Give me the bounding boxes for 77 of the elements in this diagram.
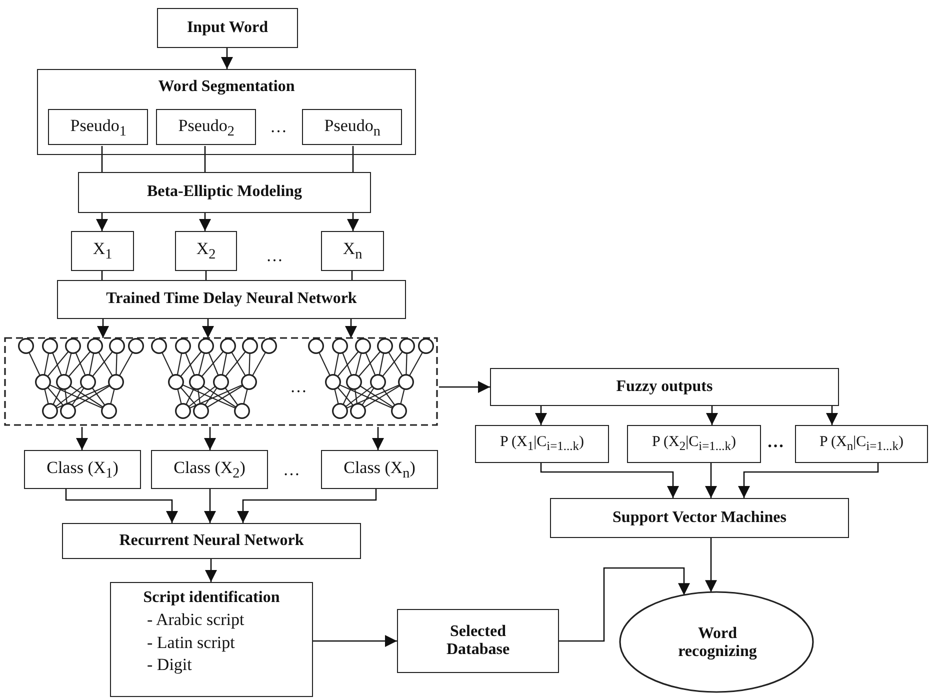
node-label: Fuzzy outputs [616, 378, 713, 396]
process-box [157, 8, 298, 48]
ellipsis: … [266, 247, 283, 264]
ellipsis: … [767, 433, 784, 450]
arrow [559, 567, 690, 642]
process-box [62, 523, 361, 559]
arrow [204, 489, 216, 523]
arrow [347, 213, 359, 231]
ellipsis: … [283, 461, 300, 478]
node-label: Pseudo$_{n}$ [324, 116, 380, 140]
arrow [826, 406, 838, 425]
node-label: P (X$_{n}$|C$_{i=1...k}$) [819, 434, 904, 454]
list-item: - Digit [147, 655, 192, 676]
process-box [48, 109, 148, 146]
arrow [205, 559, 217, 582]
ellipsis: … [290, 378, 307, 395]
arrow [439, 381, 490, 393]
node-label: X$_{1}$ [92, 239, 112, 263]
process-box [156, 109, 256, 146]
process-box [397, 609, 559, 673]
process-box [475, 425, 609, 463]
process-box [302, 109, 402, 146]
process-box [78, 172, 371, 213]
node-label: Class (X$_{2}$) [174, 458, 246, 482]
node-label: Support Vector Machines [612, 508, 786, 528]
process-box [71, 231, 134, 271]
process-box [175, 231, 237, 271]
process-box [321, 450, 438, 489]
node-label: Word Segmentation [158, 78, 295, 96]
node-label: Class (X$_{1}$) [46, 458, 118, 482]
node-label: Input Word [186, 18, 268, 38]
arrow [221, 48, 233, 69]
ellipsis: … [270, 118, 287, 135]
arrow [202, 319, 214, 338]
node-label: Word recognizing [677, 624, 758, 662]
process-box [795, 425, 928, 463]
node-label: Recurrent Neural Network [119, 532, 304, 550]
process-box [321, 231, 384, 271]
node-label: Trained Time Delay Neural Network [106, 290, 357, 309]
arrow [372, 427, 384, 450]
node-label: Class (X$_{n}$) [344, 458, 416, 482]
process-box [57, 280, 406, 319]
node-label: Selected Database [445, 622, 511, 660]
node-label: Pseudo$_{1}$ [70, 116, 126, 140]
arrow [706, 406, 718, 425]
arrow [237, 489, 377, 523]
list-item: - Latin script [147, 632, 235, 652]
process-box [550, 498, 849, 538]
process-box [490, 368, 839, 406]
arrow [738, 463, 879, 498]
arrow [97, 319, 109, 338]
output-ellipse [620, 592, 815, 694]
node-label: Beta-Elliptic Modeling [146, 183, 302, 202]
node-label: P (X$_{2}$|C$_{i=1...k}$) [652, 434, 736, 454]
arrow [540, 463, 679, 498]
process-box [627, 425, 761, 463]
process-box [151, 450, 268, 489]
node-label: Pseudo$_{2}$ [178, 116, 234, 140]
arrow [65, 489, 178, 523]
node-label: P (X$_{1}$|C$_{i=1...k}$) [500, 434, 584, 454]
arrow [204, 427, 216, 450]
arrow [705, 538, 717, 592]
process-box [110, 582, 313, 697]
process-box [24, 450, 141, 489]
node-label: X$_{n}$ [342, 239, 362, 263]
node-label: X$_{2}$ [196, 239, 216, 263]
list-item: - Arabic script [147, 610, 244, 630]
arrow [313, 635, 397, 647]
arrow [96, 213, 108, 231]
arrow [199, 213, 211, 231]
arrow [345, 319, 357, 338]
container-box [37, 69, 416, 155]
arrow [705, 463, 717, 498]
arrow [535, 406, 547, 425]
network-group-box [5, 338, 439, 427]
arrow [76, 427, 88, 450]
node-label: Script identification [143, 589, 280, 608]
